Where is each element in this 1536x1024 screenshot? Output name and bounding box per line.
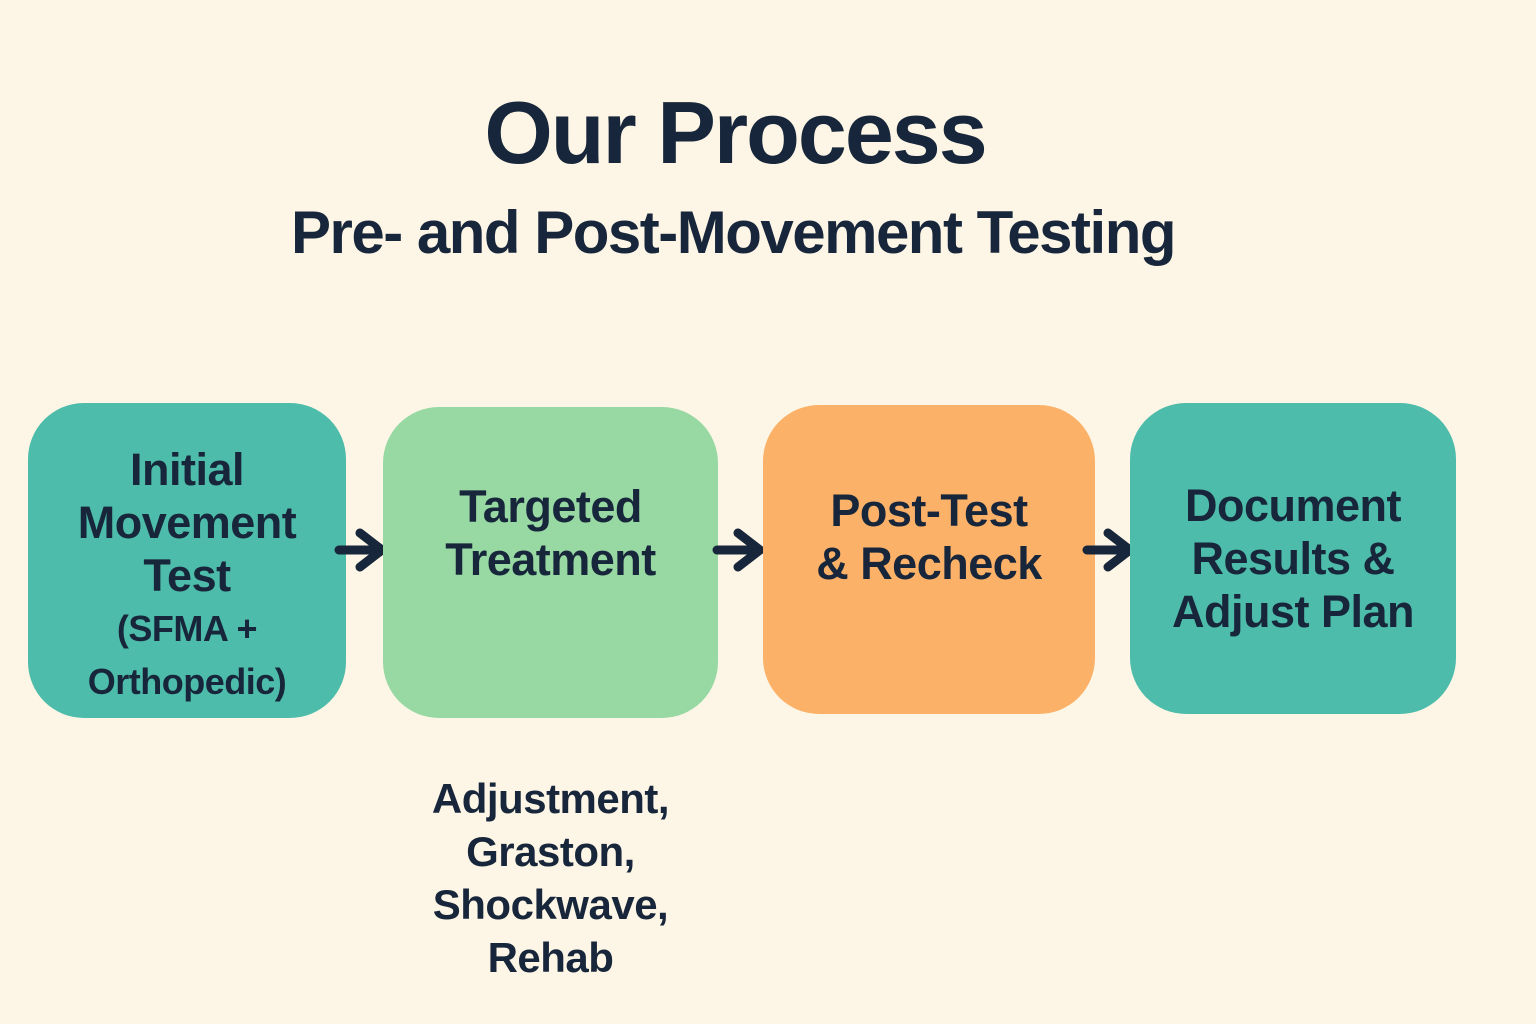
step-detail-line: (SFMA +: [116, 608, 258, 649]
step-box-targeted-treatment: Targeted Treatment: [383, 407, 718, 718]
step-label-line: & Recheck: [816, 537, 1042, 589]
step-box-initial-movement-test: Initial Movement Test (SFMA + Orthopedic…: [28, 403, 346, 718]
right-arrow-icon: [334, 528, 387, 572]
step-label-line: Test: [143, 550, 231, 601]
step-label-line: Treatment: [445, 533, 656, 585]
step-label-line: Post-Test: [830, 484, 1028, 536]
step-box-post-test-recheck: Post-Test & Recheck: [763, 405, 1095, 714]
page-subtitle: Pre- and Post-Movement Testing: [290, 199, 1177, 266]
step-label-line: Results &: [1191, 533, 1395, 584]
step-label-line: Adjust Plan: [1171, 586, 1415, 637]
step-box-document-results-adjust-plan: Document Results & Adjust Plan: [1130, 403, 1456, 714]
treatment-note-line: Adjustment,: [431, 775, 670, 822]
step-label-line: Initial: [129, 444, 245, 495]
treatment-note-line: Graston,: [466, 828, 635, 875]
treatment-note-line: Shockwave,: [432, 881, 669, 928]
treatment-note-line: Rehab: [487, 934, 614, 981]
step-label-line: Movement: [77, 497, 297, 548]
step-label-line: Document: [1184, 480, 1402, 531]
page-title: Our Process: [484, 83, 987, 182]
right-arrow-icon: [712, 528, 765, 572]
step-label-line: Targeted: [459, 480, 642, 532]
treatment-note: Adjustment, Graston, Shockwave, Rehab: [383, 772, 718, 984]
step-detail-line: Orthopedic): [87, 661, 287, 702]
